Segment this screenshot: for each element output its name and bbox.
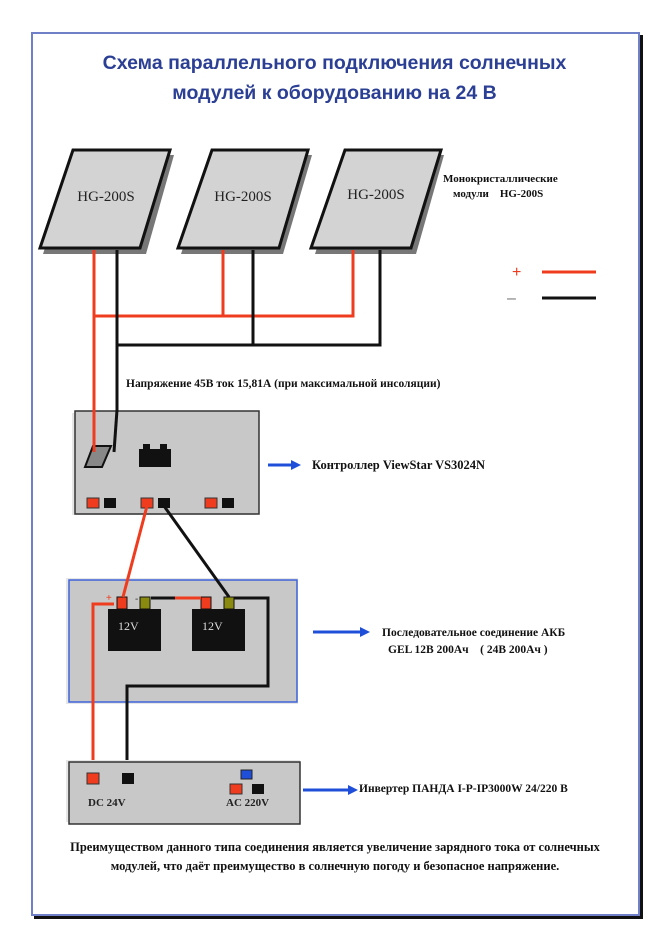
battery-label: 12V [202,619,223,633]
controller-arrow [268,460,301,470]
solar-panel-3: HG-200S [308,148,444,254]
panels-caption-line-2: модули HG-200S [453,188,544,200]
voltage-note: Напряжение 45В ток 15,81А (при максималь… [126,378,441,390]
title-line-1: Схема параллельного подключения солнечны… [102,52,567,74]
dc-label: DC 24V [88,797,126,809]
positive-wire [91,602,114,775]
inverter: DC 24V AC 220V [66,760,301,825]
battery-2: 12V [192,596,245,651]
solar-panel-1: HG-200S [37,148,174,254]
battery-plus-mark: + [106,593,112,604]
positive-wire [121,505,149,598]
title-line-2: модулей к оборудованию на 24 В [172,82,497,104]
battery-caption-line-2: GEL 12В 200Ач ( 24В 200Ач ) [388,644,548,656]
panel-body [308,148,444,250]
panels-caption: Монокристаллические модули HG-200S [443,172,558,202]
ac-label: AC 220V [226,797,269,809]
battery-arrow [313,627,370,637]
controller-battery-minus-terminal [158,498,170,508]
controller-solar-minus-terminal [104,498,116,508]
negative-wire [162,505,231,598]
battery-label: 12V [118,619,139,633]
page-title: Схема параллельного подключения солнечны… [31,48,638,108]
battery-bank-body [68,579,298,703]
panels-caption-line-1: Монокристаллические [443,173,558,185]
legend-minus-symbol: – [507,290,516,307]
battery-caption: Последовательное соединение АКБ GEL 12В … [382,625,565,659]
controller-solar-plus-terminal [86,497,100,509]
controller-load-minus-terminal [222,498,234,508]
inverter-body [68,761,301,825]
negative-wire [115,250,382,347]
footer-note: Преимуществом данного типа соединения яв… [70,840,600,873]
negative-wire [125,596,270,775]
controller-caption: Контроллер ViewStar VS3024N [312,458,486,472]
inverter-arrow [303,785,358,795]
ac-neutral-terminal [252,784,264,794]
negative-wire [112,409,119,453]
panel-label: HG-200S [214,189,272,205]
charge-controller [72,410,260,515]
battery-status-icon [139,444,171,467]
controller-load-plus-terminal [204,497,218,509]
solar-panel-2: HG-200S [175,148,312,254]
inverter-caption: Инвертер ПАНДА I-P-IP3000W 24/220 В [359,783,568,795]
ac-ground-terminal [240,769,253,780]
panel-body [37,148,173,250]
battery-caption-line-1: Последовательное соединение АКБ [382,627,566,639]
battery-minus-mark: - [135,594,138,605]
battery-1: 12V [108,596,161,651]
dc-minus-terminal [122,773,134,784]
legend: + – [507,264,596,307]
panel-body [175,148,311,250]
solar-input-icon [83,445,113,468]
panel-label: HG-200S [347,187,405,203]
ac-line-terminal [229,783,243,795]
legend-plus-symbol: + [512,264,521,281]
dc-plus-terminal [86,772,100,785]
panel-label: HG-200S [77,189,135,205]
